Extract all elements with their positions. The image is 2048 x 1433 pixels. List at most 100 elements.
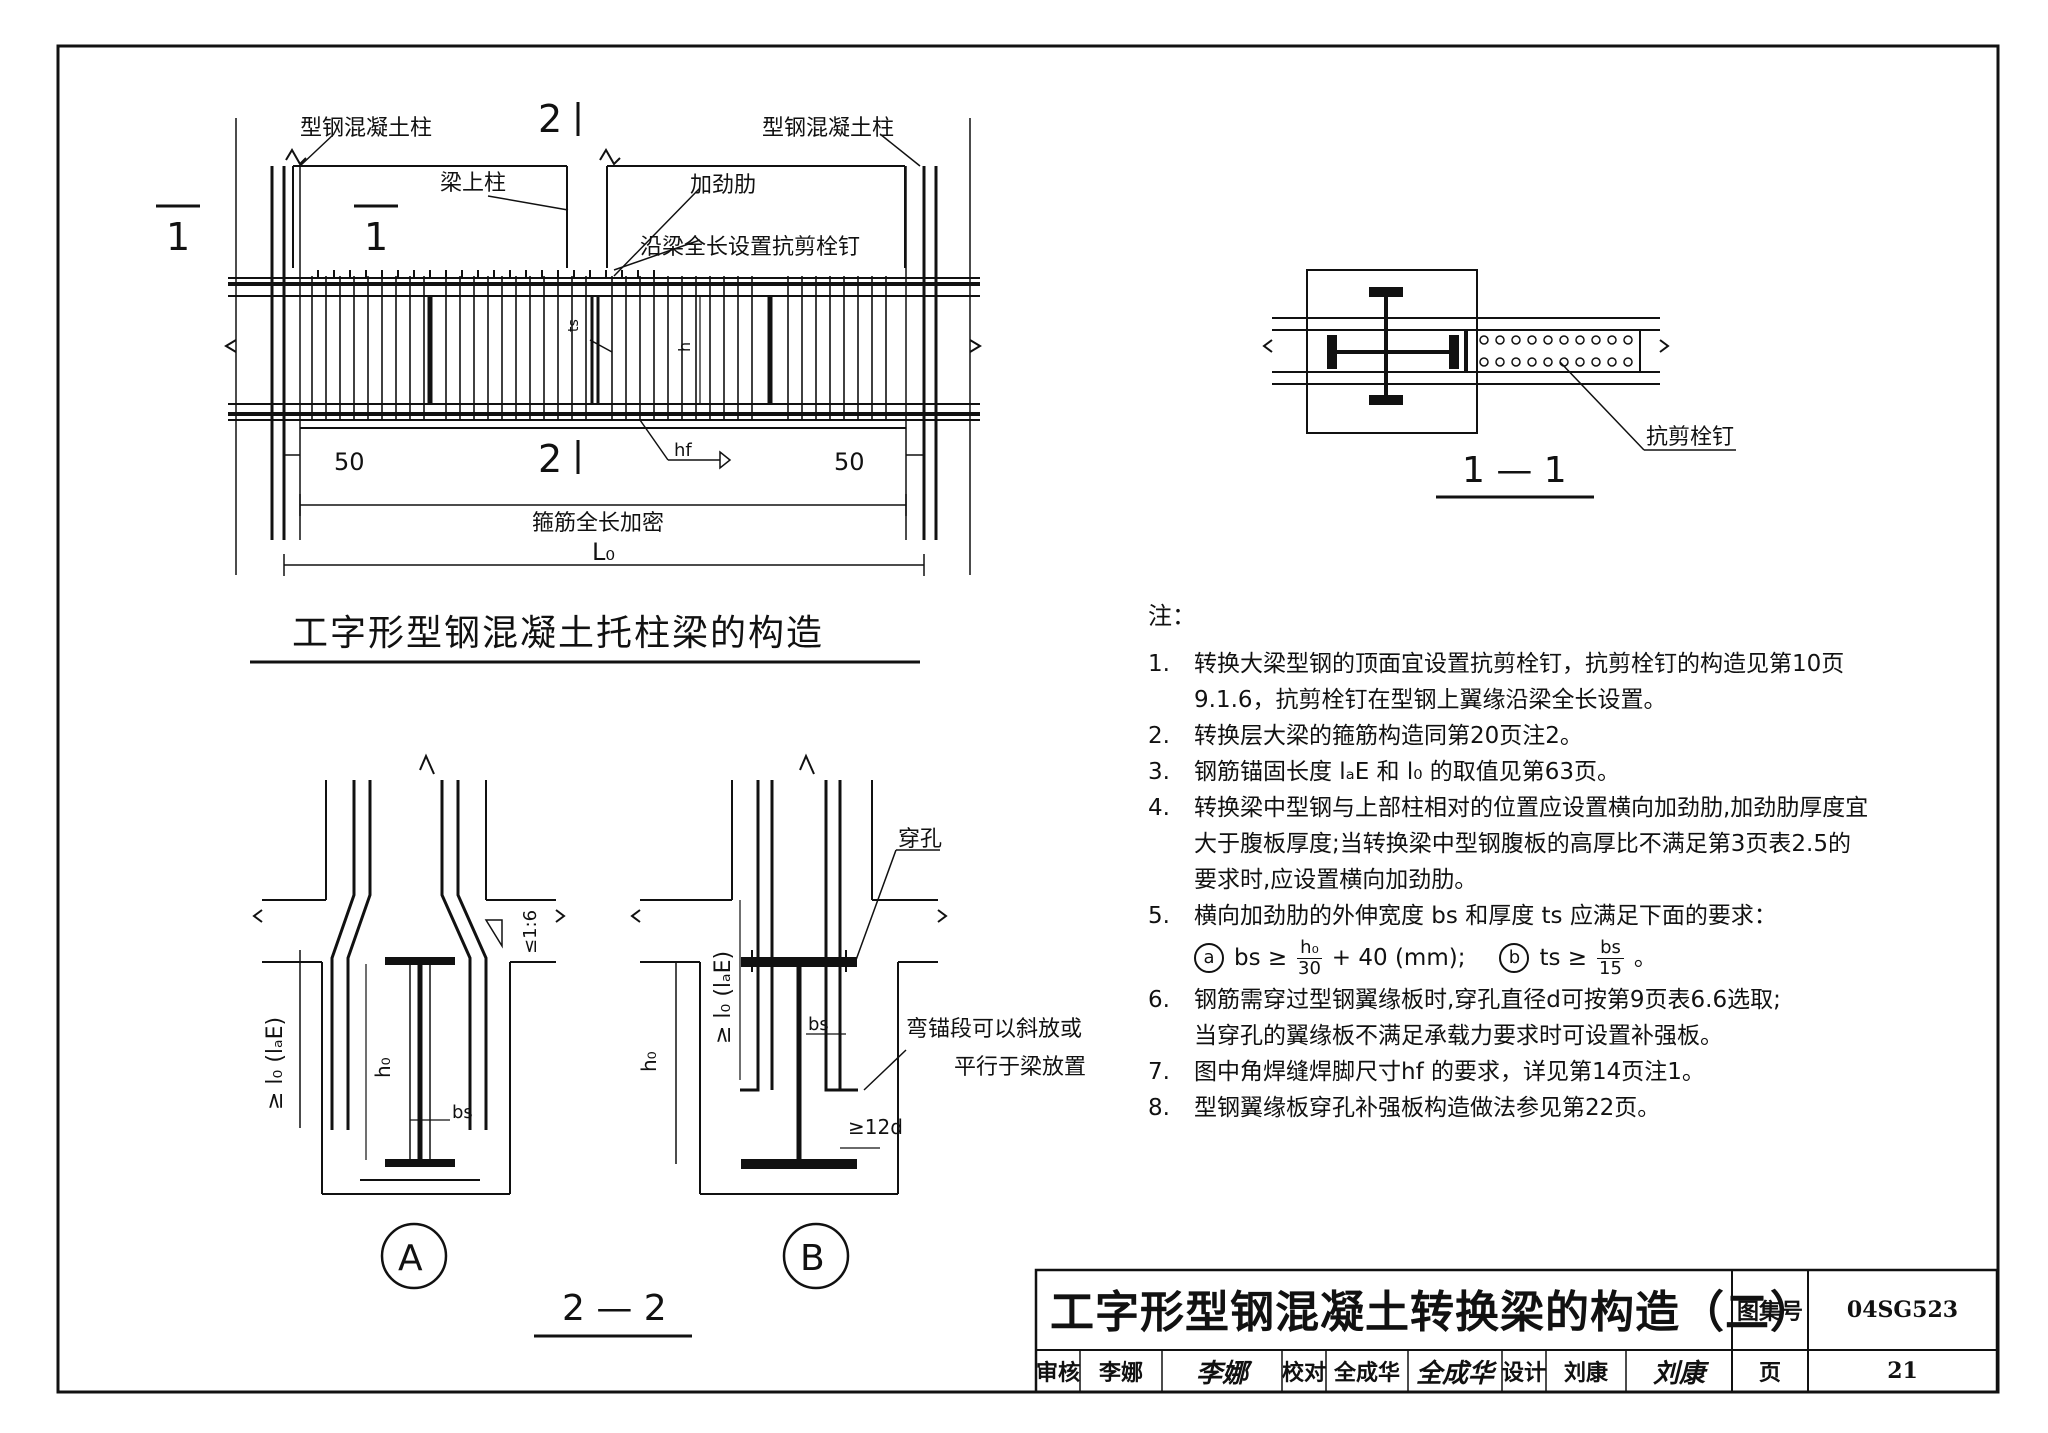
reviewer-signature: 李娜 [1195,1358,1248,1389]
formula-a-rhs: + 40 (mm); [1331,945,1466,971]
label-anchor-b: ≥ l₀ (lₐE) [711,951,736,1044]
note-line: 转换层大梁的箍筋构造同第20页注2。 [1194,723,1583,749]
note-item-4: 4. 转换梁中型钢与上部柱相对的位置应设置横向加劲肋,加劲肋厚度宜 大于腹板厚度… [1148,790,1988,898]
formula-a-marker: a [1194,943,1224,973]
label-ts: ts [566,319,582,332]
atlas-label: 图集号 [1736,1299,1803,1325]
note-number: 4. [1148,795,1170,821]
note-item-8: 8. 型钢翼缘板穿孔补强板构造做法参见第22页。 [1148,1090,1988,1126]
caption-2-2: 2 — 2 [562,1288,667,1329]
formula-b-fraction: bs 15 [1597,937,1624,979]
label-bs-a: bs [452,1102,473,1123]
note-number: 5. [1148,903,1170,929]
formula-a-num: h₀ [1297,937,1322,959]
check-label: 校对 [1282,1360,1327,1386]
note-line: 钢筋需穿过型钢翼缘板时,穿孔直径d可按第9页表6.6选取; [1194,987,1781,1013]
formula-b-den: 15 [1599,957,1622,979]
formula-a-fraction: h₀ 30 [1297,937,1322,979]
checker-signature: 全成华 [1415,1358,1494,1389]
note-line: 9.1.6，抗剪栓钉在型钢上翼缘沿梁全长设置。 [1194,687,1667,713]
review-label: 审核 [1036,1360,1081,1386]
label-h: h [675,342,694,352]
reviewer-name: 李娜 [1098,1360,1143,1386]
label-slope: ≤1:6 [520,910,541,954]
main-elevation [156,102,982,664]
designer-name: 刘康 [1563,1360,1608,1386]
note-line: 当穿孔的翼缘板不满足承载力要求时可设置补强板。 [1194,1023,1723,1049]
label-bend-1: 弯锚段可以斜放或 [906,1017,1082,1042]
label-b: B [800,1238,825,1279]
label-anchor-a: ≥ l₀ (lₐE) [263,1017,288,1110]
notes-panel: 注： 1. 转换大梁型钢的顶面宜设置抗剪栓钉，抗剪栓钉的构造见第10页 9.1.… [1148,598,1988,1126]
note-number: 7. [1148,1059,1170,1085]
formula-a-den: 30 [1298,957,1321,979]
note-line: 型钢翼缘板穿孔补强板构造做法参见第22页。 [1194,1095,1661,1121]
label-hole: 穿孔 [898,827,942,852]
section-mark-1-mid: 1 [364,215,388,259]
sheet-border [56,44,2000,1394]
note-item-7: 7. 图中角焊缝焊脚尺寸hf 的要求，详见第14页注1。 [1148,1054,1988,1090]
notes-heading: 注： [1148,602,1196,630]
weld-symbol: hf [674,440,692,461]
formula-b-lhs: ts ≥ [1539,945,1588,971]
note-item-2: 2. 转换层大梁的箍筋构造同第20页注2。 [1148,718,1988,754]
note-number: 2. [1148,723,1170,749]
title-block: 工字形型钢混凝土转换梁的构造（二） 图集号 04SG523 页 21 审核 李娜… [1036,1270,1997,1391]
note-line: 转换大梁型钢的顶面宜设置抗剪栓钉，抗剪栓钉的构造见第10页 [1194,651,1845,677]
label-stiffener: 加劲肋 [690,173,756,198]
label-12d: ≥12d [848,1115,903,1139]
note-line: 大于腹板厚度;当转换梁中型钢腹板的高厚比不满足第3页表2.5的 [1194,831,1851,857]
stud-dots [1479,335,1633,367]
stirrups [311,276,887,420]
label-bend-2: 平行于梁放置 [954,1055,1086,1080]
note-item-3: 3. 钢筋锚固长度 lₐE 和 l₀ 的取值见第63页。 [1148,754,1988,790]
design-label: 设计 [1502,1360,1547,1386]
note-line: 钢筋锚固长度 lₐE 和 l₀ 的取值见第63页。 [1194,759,1621,785]
dim-right-50: 50 [834,448,865,476]
note-line: 横向加劲肋的外伸宽度 bs 和厚度 ts 应满足下面的要求： [1194,903,1777,929]
label-column-left: 型钢混凝土柱 [300,116,432,141]
section-1-1 [1262,269,1736,499]
main-labels: 型钢混凝土柱 型钢混凝土柱 梁上柱 加劲肋 沿梁全长设置抗剪栓钉 1 1 2 2… [166,97,894,654]
page-number: 21 [1887,1358,1918,1384]
designer-signature: 刘康 [1652,1358,1705,1389]
section-2-2-a [252,753,566,1290]
label-h0-b: h₀ [637,1051,661,1072]
dim-stirrup: 箍筋全长加密 [532,511,664,536]
dim-left-50: 50 [334,448,365,476]
label-a: A [398,1238,423,1279]
drawing-title: 工字形型钢混凝土转换梁的构造（二） [1050,1287,1815,1338]
formula-b-num: bs [1597,937,1624,959]
section-2-2-b [534,753,948,1338]
note-item-6: 6. 钢筋需穿过型钢翼缘板时,穿孔直径d可按第9页表6.6选取; 当穿孔的翼缘板… [1148,982,1988,1054]
note-line: 转换梁中型钢与上部柱相对的位置应设置横向加劲肋,加劲肋厚度宜 [1194,795,1869,821]
formula-b-marker: b [1499,943,1530,973]
label-studs-full-length: 沿梁全长设置抗剪栓钉 [640,235,860,260]
formula-a-lhs: bs ≥ [1234,945,1288,971]
note-line: 要求时,应设置横向加劲肋。 [1194,867,1478,893]
note-line: 图中角焊缝焊脚尺寸hf 的要求，详见第14页注1。 [1194,1059,1705,1085]
note-number: 1. [1148,651,1170,677]
atlas-number: 04SG523 [1846,1297,1959,1323]
dim-span: L₀ [592,538,615,566]
section-mark-1-left: 1 [166,215,190,259]
shear-studs [317,270,655,278]
label-column-on-beam: 梁上柱 [440,171,506,196]
note-number: 8. [1148,1095,1170,1121]
note-number: 3. [1148,759,1170,785]
formula-b-rhs: 。 [1633,945,1657,971]
checker-name: 全成华 [1333,1360,1400,1386]
note-item-5: 5. 横向加劲肋的外伸宽度 bs 和厚度 ts 应满足下面的要求： [1148,898,1988,934]
page-label: 页 [1758,1360,1781,1386]
section-mark-2-bottom: 2 [538,437,562,481]
title-block-grid [1034,1268,1999,1394]
label-h0-a: h₀ [371,1057,395,1078]
label-column-right: 型钢混凝土柱 [762,116,894,141]
label-studs-1-1: 抗剪栓钉 [1646,425,1734,450]
note-number: 6. [1148,987,1170,1013]
section-mark-2-top: 2 [538,97,562,141]
caption-1-1: 1 — 1 [1462,450,1567,491]
caption-main: 工字形型钢混凝土托柱梁的构造 [292,613,824,654]
note-item-1: 1. 转换大梁型钢的顶面宜设置抗剪栓钉，抗剪栓钉的构造见第10页 9.1.6，抗… [1148,646,1988,718]
